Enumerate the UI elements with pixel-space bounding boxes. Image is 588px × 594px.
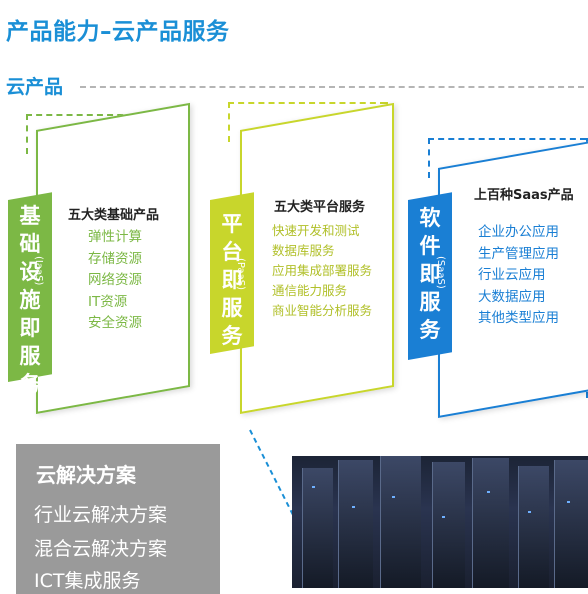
paas-item-list: 快速开发和测试 数据库服务 应用集成部署服务 通信能力服务 商业智能分析服务 [272, 221, 372, 321]
list-item: 弹性计算 [88, 229, 142, 245]
saas-item-list: 企业办公应用 生产管理应用 行业云应用 大数据应用 其他类型应用 [478, 222, 559, 330]
solution-item: 行业云解决方案 [34, 504, 168, 526]
saas-heading: 上百种Saas产品 [474, 188, 574, 203]
solution-item: ICT集成服务 [34, 570, 141, 592]
list-item: 安全资源 [88, 315, 142, 331]
list-item: 应用集成部署服务 [272, 263, 373, 278]
list-item: 数据库服务 [272, 243, 335, 258]
section-label: 云产品 [6, 76, 64, 98]
server-room-image [292, 456, 588, 588]
solutions-panel [16, 444, 220, 594]
iaas-dashed-frame-top [26, 114, 184, 116]
list-item: 其他类型应用 [478, 310, 559, 326]
iaas-heading: 五大类基础产品 [68, 208, 160, 223]
list-item: 大数据应用 [478, 288, 546, 305]
solution-item: 混合云解决方案 [34, 538, 168, 560]
list-item: 存储资源 [88, 250, 142, 267]
paas-dashed-frame-top [228, 102, 386, 104]
saas-dashed-frame-top [428, 138, 586, 140]
list-item: 快速开发和测试 [272, 223, 360, 238]
paas-tag: 平 台 即 服 务 [210, 192, 254, 354]
page-title: 产品能力–云产品服务 [6, 19, 230, 45]
iaas-tag: 基 础 设 施 即 服 务 [8, 192, 52, 396]
section-divider [80, 86, 584, 88]
list-item: 企业办公应用 [478, 224, 559, 240]
iaas-item-list: 弹性计算 存储资源 网络资源 IT资源 安全资源 [88, 227, 142, 335]
list-item: 通信能力服务 [272, 283, 348, 298]
iaas-code: (IaaS) [33, 256, 44, 286]
saas-code: (SaaS) [435, 256, 446, 289]
list-item: IT资源 [88, 293, 128, 310]
paas-code: (PaaS) [235, 258, 246, 290]
list-item: 行业云应用 [478, 267, 546, 283]
solutions-title: 云解决方案 [36, 463, 136, 487]
list-item: 生产管理应用 [478, 245, 559, 262]
list-item: 网络资源 [88, 272, 142, 288]
iaas-dashed-frame-left [26, 114, 28, 154]
paas-heading: 五大类平台服务 [274, 200, 366, 215]
paas-dashed-frame-left [228, 102, 230, 142]
saas-dashed-frame-left [428, 138, 430, 178]
list-item: 商业智能分析服务 [272, 303, 373, 318]
